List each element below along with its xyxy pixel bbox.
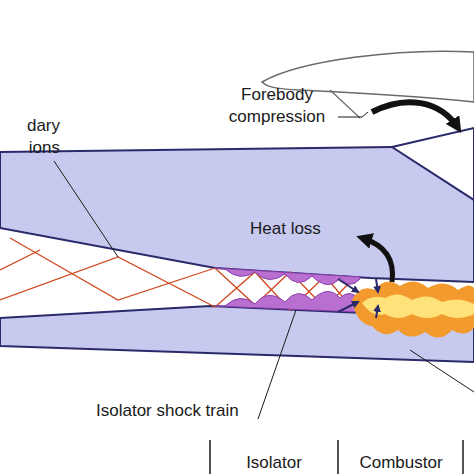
inlet-notch bbox=[392, 128, 474, 200]
upper-body bbox=[0, 146, 474, 282]
part-label: Isolator shock train bbox=[96, 400, 296, 422]
shock-train-upper bbox=[215, 268, 360, 285]
flow-arrow bbox=[372, 102, 458, 128]
part-label: Heat loss bbox=[250, 218, 360, 240]
leader-lines bbox=[54, 112, 474, 419]
combustion-flame bbox=[352, 281, 474, 337]
shock-train-lower bbox=[215, 291, 360, 312]
forebody-line bbox=[330, 90, 360, 118]
part-label: Forebody compression bbox=[212, 84, 342, 128]
flame-core bbox=[362, 294, 474, 318]
section-label: Combustor bbox=[342, 452, 460, 474]
heat-loss-arrow bbox=[362, 238, 393, 282]
part-label: dary ions bbox=[0, 115, 60, 159]
section-dividers bbox=[210, 440, 463, 474]
section-label: Isolator bbox=[216, 452, 332, 474]
injection-arrows bbox=[338, 279, 378, 318]
